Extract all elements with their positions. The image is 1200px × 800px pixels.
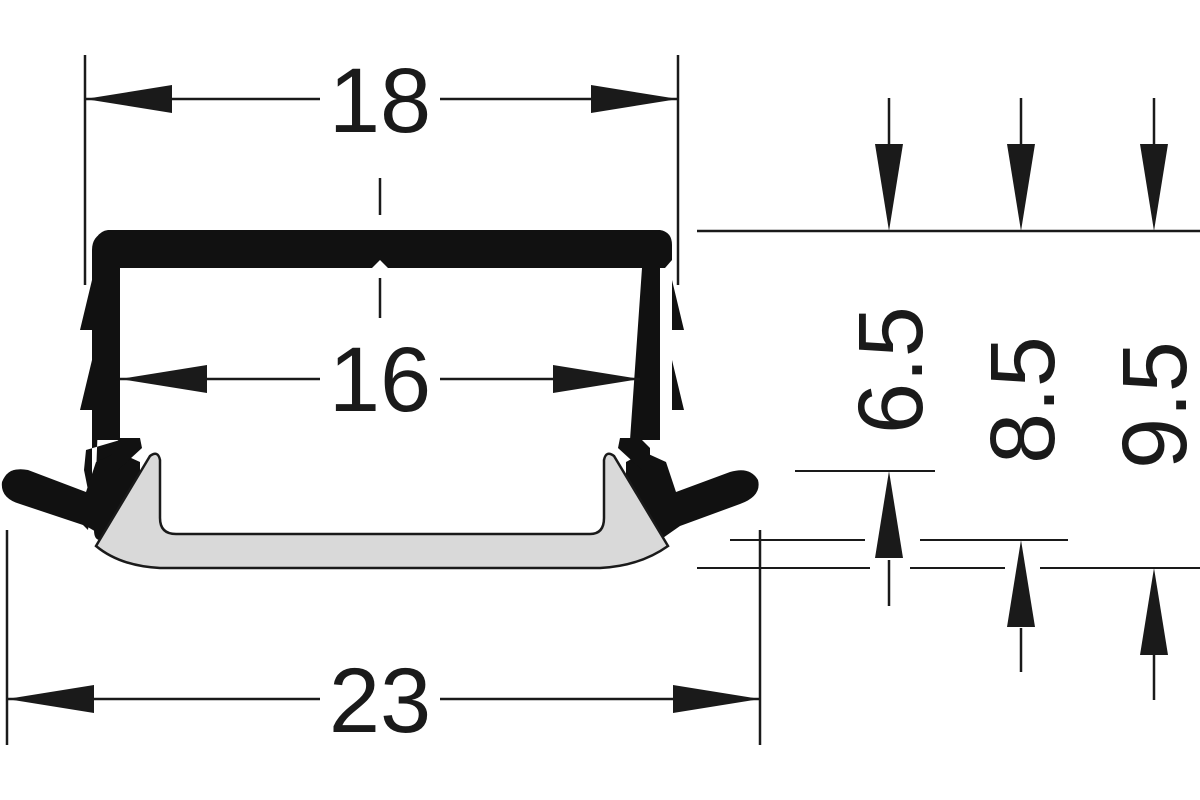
base-width-label: 23 (329, 650, 431, 752)
left-hook (112, 438, 142, 470)
dimension-outer-width: 18 (83, 50, 680, 285)
dimension-height-c: 9.5 (1104, 98, 1200, 700)
height-b-label: 8.5 (972, 336, 1074, 464)
height-c-label: 9.5 (1104, 341, 1200, 469)
dimension-height-a: 6.5 (840, 98, 942, 606)
height-reference-lines (697, 229, 1200, 569)
left-wall-barbs (80, 280, 92, 410)
profile-top-and-walls (92, 230, 672, 440)
right-flange (626, 452, 759, 540)
left-flange (1, 452, 141, 540)
dimension-base-width: 23 (5, 530, 762, 752)
outer-width-label: 18 (329, 50, 431, 152)
dimension-height-b: 8.5 (972, 98, 1074, 672)
right-wall-barbs (672, 280, 684, 410)
aluminium-profile (1, 230, 759, 540)
dimension-inner-width: 16 (120, 329, 640, 431)
base-insert (94, 452, 670, 570)
right-hook (618, 438, 650, 470)
height-a-label: 6.5 (840, 306, 942, 434)
inner-width-label: 16 (329, 329, 431, 431)
